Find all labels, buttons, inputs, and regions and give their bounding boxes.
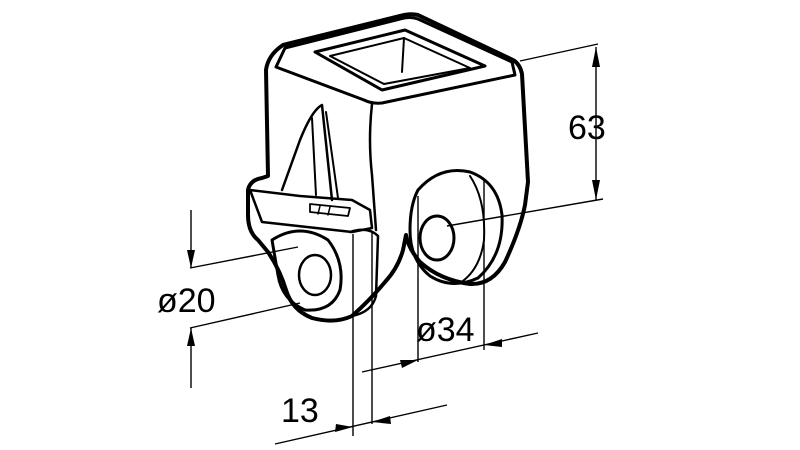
housing-top-rim [274, 16, 517, 105]
locking-ledge [248, 188, 374, 234]
height-arrow-top [592, 47, 600, 67]
small-diameter-extension-bottom [189, 302, 301, 329]
height-label: 63 [568, 109, 606, 147]
offset-dimension-line [274, 404, 448, 445]
left-cable-entry [270, 229, 343, 312]
right-cable-entry [408, 169, 504, 285]
offset-label: 13 [281, 392, 319, 430]
right-entry-hole [418, 214, 456, 262]
housing-main-body [246, 12, 530, 323]
offset-arrow-left [335, 424, 353, 432]
left-entry-plate [348, 228, 380, 318]
large-diameter-arrow-right [484, 339, 502, 347]
dimension-height: 63 [446, 43, 606, 227]
dimension-large-diameter: ø34 [361, 180, 539, 373]
housing-opening-inner [329, 37, 471, 85]
left-entry-hole [297, 253, 333, 297]
connector-housing [246, 12, 530, 323]
small-diameter-label: ø20 [157, 282, 216, 320]
large-diameter-label: ø34 [416, 311, 475, 349]
housing-top-opening [313, 28, 487, 92]
dimension-small-diameter: ø20 [157, 210, 301, 388]
large-diameter-arrow-left [400, 360, 418, 368]
offset-arrow-right [372, 416, 391, 424]
height-extension-top [519, 43, 599, 62]
dimension-offset: 13 [274, 232, 448, 445]
height-extension-bottom [446, 198, 604, 227]
housing-front-edge [368, 102, 378, 232]
housing-side-rib [280, 103, 334, 202]
large-diameter-dimension-line [361, 332, 539, 373]
small-diameter-extension-top [189, 246, 299, 269]
small-diameter-arrow-bottom [187, 328, 195, 346]
small-diameter-arrow-top [187, 250, 195, 268]
height-arrow-bottom [592, 180, 600, 200]
